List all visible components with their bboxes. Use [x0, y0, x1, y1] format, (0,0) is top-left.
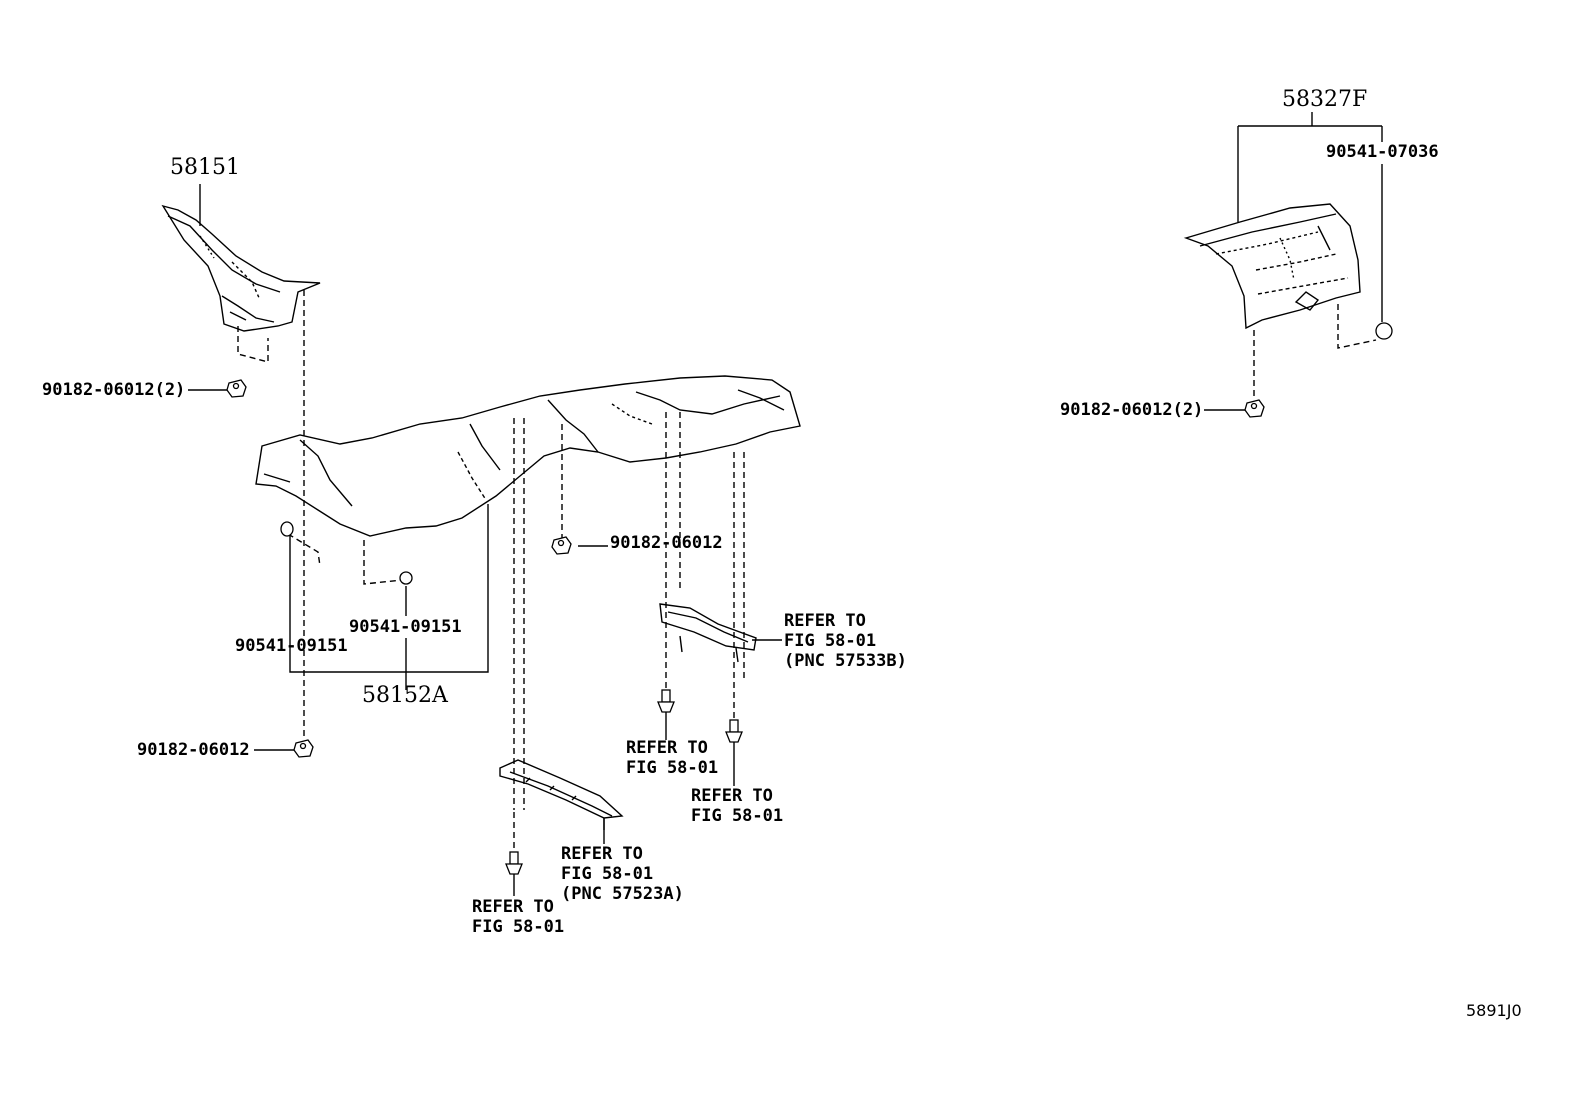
bolt-icon: [725, 719, 743, 743]
diagram-code: 5891J0: [1466, 1001, 1522, 1020]
heat-insulator-58152a: [255, 375, 801, 537]
part-label-clip-left: 90541-09151: [235, 636, 348, 656]
nut-icon: [1244, 399, 1265, 418]
clip-icon: [1375, 322, 1393, 340]
bolt-icon: [657, 689, 675, 713]
clip-icon: [280, 521, 294, 537]
part-label-clip-mid: 90541-09151: [349, 617, 462, 637]
refer-to-fig-c: REFER TO FIG 58-01: [472, 897, 565, 937]
refer-to-pnc-57523a: REFER TO FIG 58-01 (PNC 57523A): [561, 844, 684, 904]
part-label-90541-07036: 90541-07036: [1326, 142, 1439, 162]
heat-insulator-58327f: [1183, 203, 1361, 330]
part-label-58327f: 58327F: [1282, 87, 1368, 112]
part-label-nut-2-right: 90182-06012(2): [1060, 400, 1204, 420]
crossmember-57533b: [659, 603, 757, 663]
clip-icon: [399, 571, 413, 585]
leader-lines: [188, 112, 1383, 896]
bolt-icon: [505, 851, 523, 875]
refer-to-fig-a: REFER TO FIG 58-01: [626, 738, 719, 778]
assembly-dashed-lines: [237, 290, 1377, 852]
part-label-58151: 58151: [170, 155, 240, 180]
nut-icon: [551, 536, 572, 555]
part-label-nut-2-left: 90182-06012(2): [42, 380, 186, 400]
part-label-nut-center: 90182-06012: [610, 533, 723, 553]
part-label-58152a: 58152A: [362, 683, 448, 708]
nut-icon: [293, 739, 314, 758]
refer-to-fig-b: REFER TO FIG 58-01: [691, 786, 784, 826]
nut-icon: [226, 379, 247, 398]
part-label-nut-bottom: 90182-06012: [137, 740, 250, 760]
refer-to-pnc-57533b: REFER TO FIG 58-01 (PNC 57533B): [784, 611, 907, 671]
heat-insulator-58151: [161, 204, 321, 332]
